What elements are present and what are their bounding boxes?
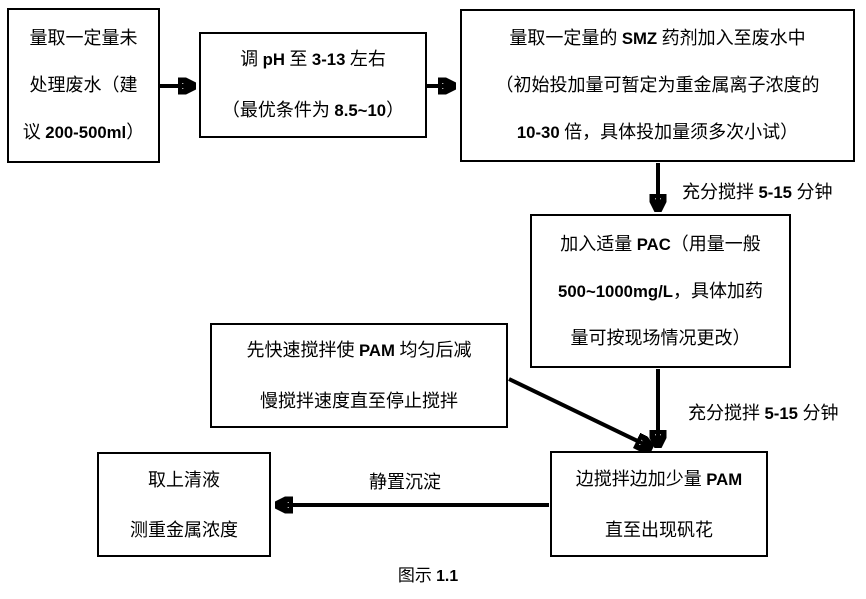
box-text-line: 量取一定量未 [29, 28, 138, 48]
box-text-line: 慢搅拌速度直至停止搅拌 [260, 391, 458, 411]
box-adjust-ph: 调 pH 至 3-13 左右 （最优条件为 8.5~10） [199, 32, 427, 138]
arrow-stirmethod-to-pam [508, 377, 650, 447]
box-take-supernatant: 取上清液 测重金属浓度 [97, 452, 271, 557]
box-text-line: 边搅拌边加少量 PAM [575, 468, 743, 489]
figure-caption: 图示 1.1 [397, 566, 459, 585]
label-settle-precipitate: 静置沉淀 [369, 472, 441, 492]
label-stir-5-15-first: 充分搅拌 5-15 分钟 [682, 182, 833, 202]
box-text-line: 取上清液 [148, 469, 220, 490]
box-measure-wastewater: 量取一定量未 处理废水（建 议 200-500ml） [7, 8, 160, 163]
box-pam-stir-method: 先快速搅拌使 PAM 均匀后减 慢搅拌速度直至停止搅拌 [210, 323, 508, 428]
box-text-line: 先快速搅拌使 PAM 均匀后减 [246, 340, 472, 360]
box-text-line: （最优条件为 8.5~10） [221, 100, 405, 120]
box-text-line: 测重金属浓度 [130, 519, 238, 540]
box-text-line: 议 200-500ml） [22, 122, 145, 142]
box-text-line: 加入适量 PAC（用量一般 [560, 233, 761, 254]
box-text-line: 500~1000mg/L，具体加药 [558, 280, 763, 301]
box-text-line: （初始投加量可暂定为重金属离子浓度的 [495, 75, 820, 95]
box-text-line: 量可按现场情况更改） [570, 327, 751, 348]
box-text-line: 量取一定量的 SMZ 药剂加入至废水中 [509, 28, 806, 48]
label-stir-5-15-second: 充分搅拌 5-15 分钟 [688, 403, 839, 423]
box-add-smz: 量取一定量的 SMZ 药剂加入至废水中 （初始投加量可暂定为重金属离子浓度的 1… [460, 9, 855, 162]
box-add-pam: 边搅拌边加少量 PAM 直至出现矾花 [550, 451, 768, 557]
box-text-line: 10-30 倍，具体投加量须多次小试） [516, 122, 799, 142]
box-text-line: 调 pH 至 3-13 左右 [240, 49, 386, 69]
box-text-line: 处理废水（建 [29, 75, 138, 95]
box-add-pac: 加入适量 PAC（用量一般 500~1000mg/L，具体加药 量可按现场情况更… [530, 214, 791, 368]
box-text-line: 直至出现矾花 [605, 519, 713, 540]
